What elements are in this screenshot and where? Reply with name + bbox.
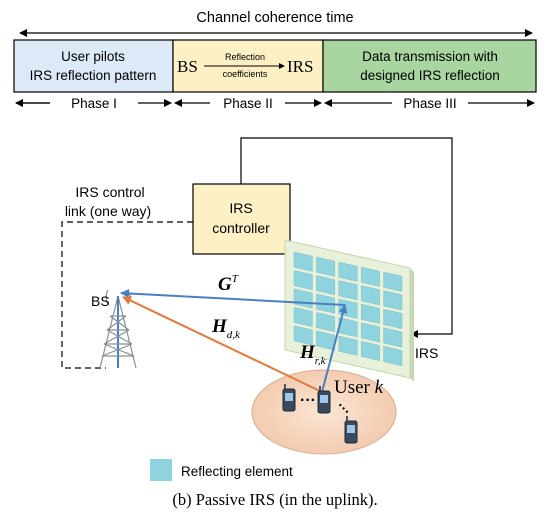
phase3-label: Phase III — [403, 96, 456, 111]
reflecting-element — [383, 308, 403, 329]
user-phone-icon — [344, 416, 358, 444]
phase2-bs-label: BS — [177, 57, 198, 76]
irs-controller-line2: controller — [212, 220, 270, 236]
control-link-dashed — [61, 218, 200, 369]
irs-controller-line1: IRS — [229, 200, 252, 216]
reflecting-element — [360, 322, 380, 343]
reflecting-element — [338, 261, 358, 282]
phase1-box — [13, 39, 174, 93]
reflecting-element — [316, 312, 336, 333]
bs-label: BS — [91, 293, 110, 309]
phase2-arrow-label-line2: coefficients — [223, 69, 268, 79]
reflecting-element — [383, 271, 403, 292]
channel-hr-label: Hr,k — [299, 342, 327, 367]
irs-controller-box — [192, 183, 291, 255]
reflecting-element — [293, 270, 313, 291]
phase1-text-line2: IRS reflection pattern — [30, 68, 157, 83]
reflecting-element — [383, 327, 403, 348]
reflecting-element-swatch — [150, 459, 172, 481]
reflecting-element — [360, 303, 380, 324]
reflecting-element — [338, 335, 358, 356]
phase2-label: Phase II — [223, 96, 273, 111]
reflecting-element — [316, 275, 336, 296]
irs-reflecting-elements — [293, 251, 403, 367]
channel-hd-label: Hd,k — [211, 316, 241, 341]
channel-g-label: GT — [218, 273, 239, 295]
reflecting-element — [383, 290, 403, 311]
control-link-label-line1: IRS control — [75, 184, 144, 200]
reflecting-element — [316, 330, 336, 351]
phase3-text-line2: designed IRS reflection — [360, 68, 500, 83]
user-phone-icon — [282, 384, 296, 412]
phase1-label: Phase I — [71, 96, 117, 111]
reflecting-element — [338, 280, 358, 301]
irs-label: IRS — [415, 345, 438, 361]
controller-irs-link — [240, 137, 453, 338]
reflecting-element — [293, 251, 313, 272]
channel-g-arrow — [120, 288, 346, 306]
control-link-label-line2: link (one way) — [65, 203, 151, 219]
phase1-text-line1: User pilots — [61, 49, 125, 64]
phase3-text-line1: Data transmission with — [362, 49, 498, 64]
user-k-phone-icon — [317, 386, 331, 414]
figure-caption: (b) Passive IRS (in the uplink). — [172, 490, 377, 509]
user-dots-horizontal: ··· — [300, 392, 316, 409]
phase2-arrow-label-line1: Reflection — [225, 52, 265, 62]
reflecting-element — [360, 285, 380, 306]
reflecting-element — [360, 266, 380, 287]
system-diagram: IRS control link (one way) IRS controlle… — [61, 137, 453, 455]
reflecting-element — [293, 307, 313, 327]
user-k-label: User k — [334, 377, 384, 398]
reflecting-element — [316, 256, 336, 277]
phase3-box — [322, 39, 537, 93]
coherence-time-label: Channel coherence time — [196, 10, 353, 26]
reflecting-element — [360, 340, 380, 361]
channel-hr-arrow — [321, 304, 348, 393]
phase2-irs-label: IRS — [287, 57, 313, 76]
channel-hd-arrow — [122, 296, 323, 393]
legend-label: Reflecting element — [181, 464, 293, 479]
reflecting-element — [383, 346, 403, 367]
reflecting-element — [293, 325, 313, 346]
timeline: Channel coherence time User pilots IRS r… — [13, 10, 537, 111]
